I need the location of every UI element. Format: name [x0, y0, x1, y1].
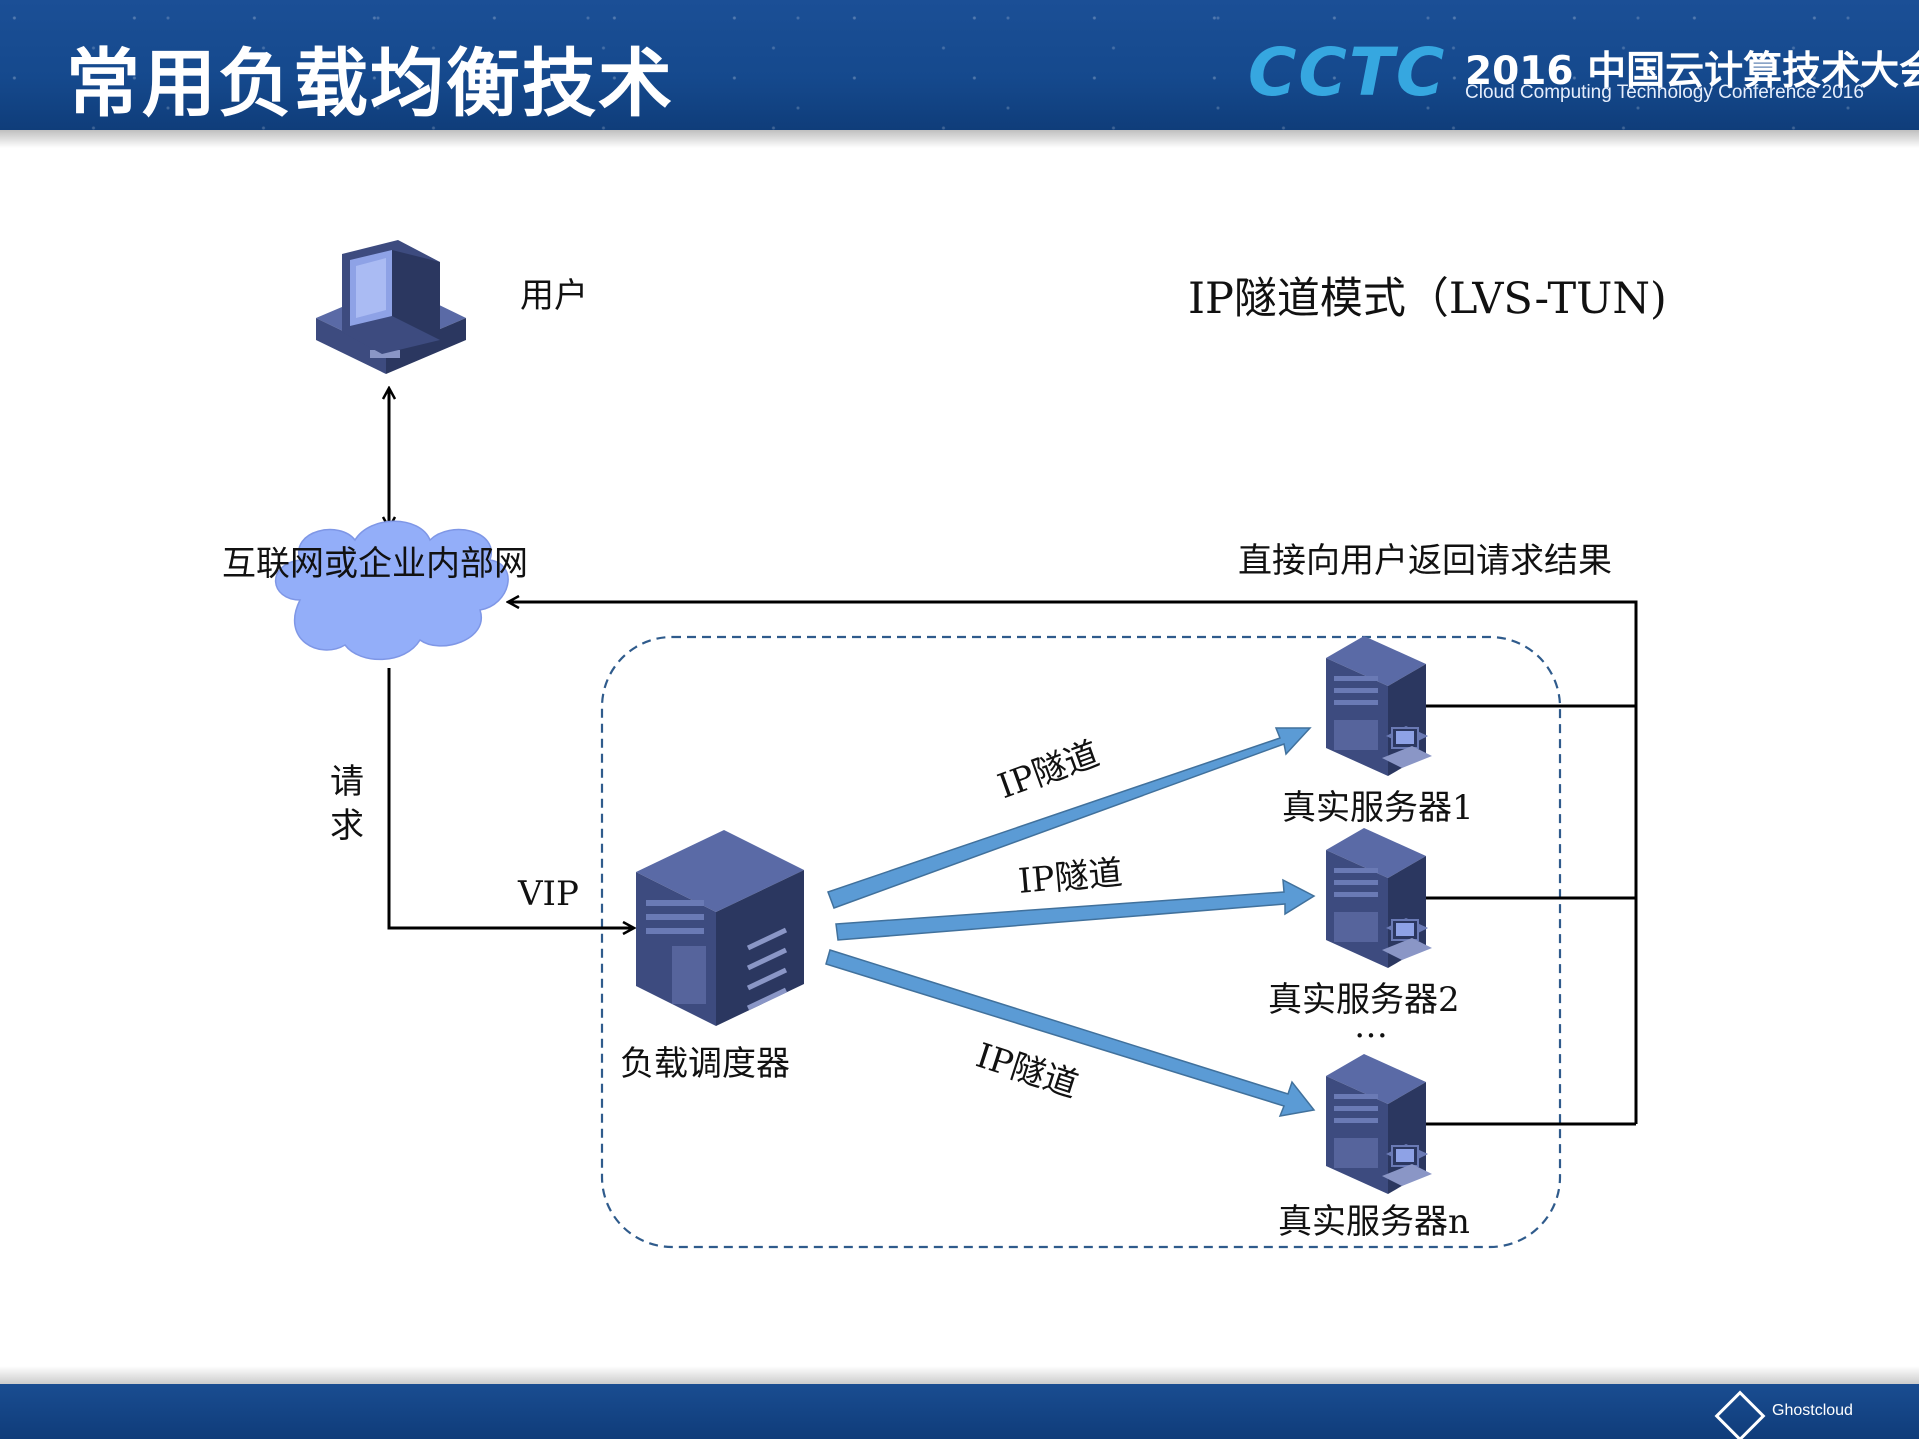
footer-brand: Ghostcloud: [1772, 1402, 1853, 1419]
slide-footer: [0, 1384, 1919, 1439]
tunnel-arrow-3: [825, 949, 1316, 1117]
conference-name-en: Cloud Computing Technology Conference 20…: [1465, 82, 1864, 103]
server-n-label: 真实服务器n: [1278, 1202, 1470, 1242]
real-server-n-icon: [1325, 1053, 1433, 1195]
network-label: 互联网或企业内部网: [222, 544, 528, 584]
real-server-1-icon: [1325, 635, 1433, 777]
server-2-label: 真实服务器2: [1268, 980, 1460, 1020]
mode-title: IP隧道模式（LVS-TUN): [1188, 274, 1667, 324]
vip-label: VIP: [518, 874, 579, 914]
network-cloud-icon: [274, 520, 509, 661]
footer-shadow: [0, 1366, 1919, 1384]
server-cluster-boundary: [600, 635, 1562, 1249]
user-label: 用户: [520, 276, 588, 316]
slide-header: [0, 0, 1919, 130]
header-shadow: [0, 130, 1919, 148]
server-1-label: 真实服务器1: [1282, 788, 1474, 828]
header-pattern: [0, 0, 1919, 130]
tunnel-arrow-1: [827, 727, 1312, 909]
tunnel-arrow-2: [835, 878, 1316, 941]
balancer-label: 负载调度器: [620, 1044, 790, 1084]
return-arrow: [508, 602, 1638, 1124]
request-arrow: [387, 668, 634, 928]
user-computer-icon: [316, 240, 466, 374]
request-label-top: 请: [330, 762, 364, 802]
conference-name-cn: 2016 中国云计算技术大会: [1465, 49, 1919, 94]
slide-title: 常用负载均衡技术: [66, 41, 674, 127]
request-label-bottom: 求: [330, 806, 364, 846]
server-ellipsis: …: [1354, 1006, 1388, 1046]
tunnel-label-2: IP隧道: [1016, 852, 1125, 902]
return-label: 直接向用户返回请求结果: [1238, 541, 1612, 581]
real-server-2-icon: [1325, 827, 1433, 969]
load-balancer-server-icon: [636, 830, 804, 1026]
conference-logo-mark: CCTC: [1248, 34, 1447, 111]
